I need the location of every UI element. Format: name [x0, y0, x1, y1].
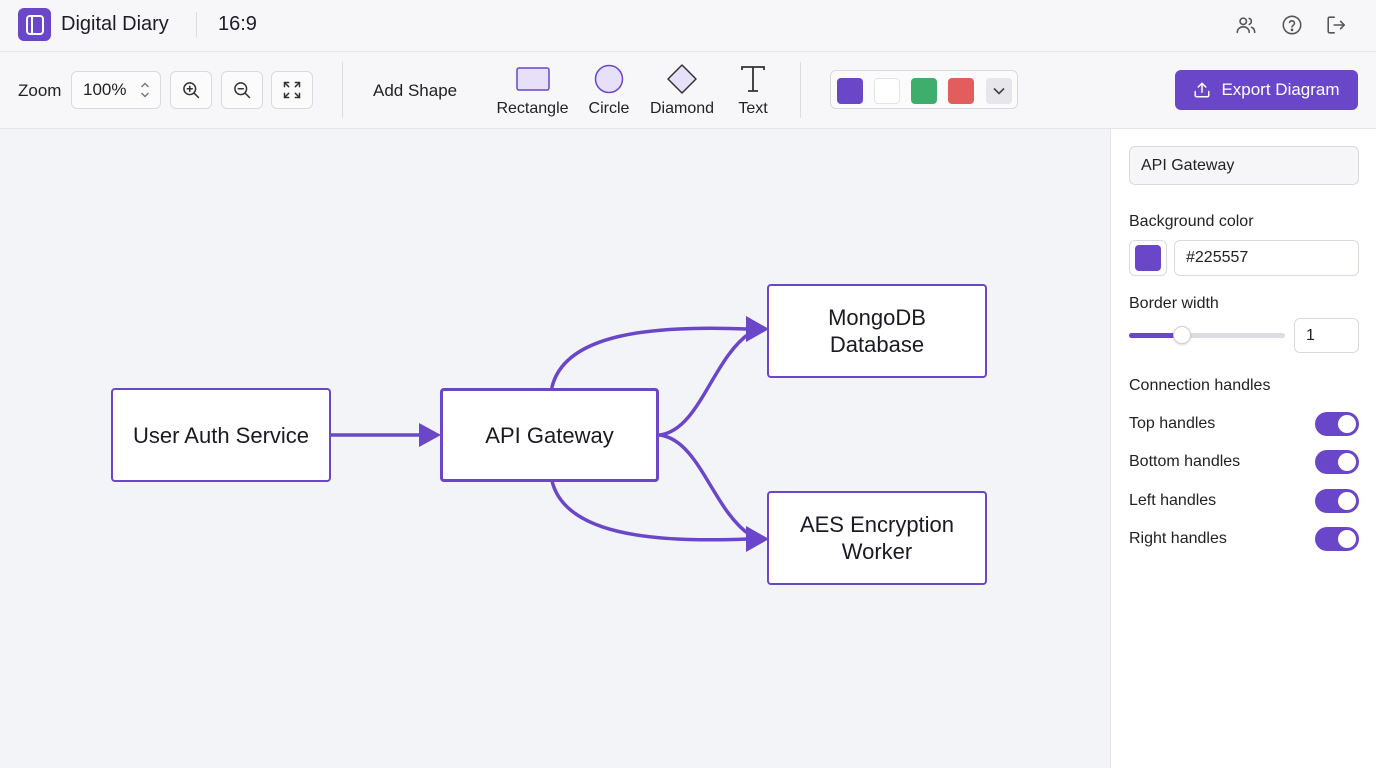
node-user-auth-service[interactable]: User Auth Service: [111, 388, 331, 482]
text-icon: [741, 66, 765, 92]
handle-label-bottom: Bottom handles: [1129, 453, 1241, 470]
shape-label: Diamond: [649, 100, 715, 117]
zoom-in-icon: [183, 82, 200, 99]
node-mongodb-database[interactable]: MongoDB Database: [767, 284, 987, 378]
shape-label: Text: [738, 100, 768, 117]
node-aes-encryption-worker[interactable]: AES Encryption Worker: [767, 491, 987, 585]
zoom-in-button[interactable]: [170, 71, 212, 109]
top-handles-toggle[interactable]: [1315, 412, 1359, 436]
fit-to-screen-button[interactable]: [271, 71, 313, 109]
shape-circle-tool[interactable]: Circle: [585, 62, 633, 118]
export-label: Export Diagram: [1221, 80, 1340, 99]
shape-label: Circle: [588, 100, 630, 117]
zoom-select[interactable]: 100%: [71, 71, 161, 109]
edge-gateway-to-mongo-top[interactable]: [550, 326, 750, 389]
zoom-value: 100%: [83, 80, 127, 99]
slider-fill: [1129, 333, 1183, 338]
shape-rectangle-tool[interactable]: Rectangle: [495, 62, 570, 118]
circle-icon: [594, 64, 624, 94]
logout-icon[interactable]: [1323, 12, 1349, 38]
bg-color-swatch: [1135, 245, 1161, 271]
arrowhead: [419, 423, 441, 447]
shape-label: Rectangle: [496, 100, 569, 117]
handle-label-top: Top handles: [1129, 415, 1216, 432]
swatch-green[interactable]: [911, 78, 937, 104]
node-api-gateway[interactable]: API Gateway: [440, 388, 659, 482]
users-icon[interactable]: [1233, 12, 1259, 38]
zoom-out-button[interactable]: [221, 71, 263, 109]
properties-panel: API Gateway Background color #225557 Bor…: [1110, 129, 1376, 768]
swatch-white[interactable]: [874, 78, 900, 104]
zoom-stepper-icon[interactable]: [140, 80, 150, 100]
handle-label-left: Left handles: [1129, 492, 1217, 509]
border-width-label: Border width: [1129, 295, 1219, 312]
left-handles-toggle[interactable]: [1315, 489, 1359, 513]
arrowhead: [746, 526, 769, 552]
rectangle-icon: [515, 67, 550, 91]
edge-gateway-to-aes-bottom[interactable]: [550, 479, 750, 542]
swatch-purple[interactable]: [837, 78, 863, 104]
palette-dropdown-button[interactable]: [986, 78, 1012, 104]
app-title: Digital Diary: [61, 13, 169, 35]
edges-layer: [329, 316, 769, 552]
connection-handles-label: Connection handles: [1129, 377, 1271, 394]
aspect-ratio[interactable]: 16:9: [218, 13, 257, 35]
edge-gateway-to-aes-side[interactable]: [658, 433, 752, 537]
edge-gateway-to-mongo-side[interactable]: [658, 331, 752, 437]
toolbar-divider: [800, 62, 801, 118]
add-shape-label: Add Shape: [373, 81, 458, 100]
help-icon[interactable]: [1279, 12, 1305, 38]
color-palette: [830, 70, 1018, 109]
border-width-input[interactable]: 1: [1294, 318, 1359, 353]
right-handles-toggle[interactable]: [1315, 527, 1359, 551]
diagram-canvas[interactable]: User Auth Service API Gateway MongoDB Da…: [0, 129, 1110, 768]
shape-text-tool[interactable]: Text: [733, 62, 773, 118]
bg-color-swatch-button[interactable]: [1129, 240, 1167, 276]
export-diagram-button[interactable]: Export Diagram: [1175, 70, 1358, 110]
upload-icon: [1194, 82, 1210, 98]
chevron-down-icon: [993, 87, 1005, 95]
zoom-out-icon: [234, 82, 251, 99]
top-bar: Digital Diary 16:9: [0, 0, 1376, 52]
node-name-input[interactable]: API Gateway: [1129, 146, 1359, 185]
slider-thumb[interactable]: [1173, 326, 1192, 344]
handle-label-right: Right handles: [1129, 530, 1227, 547]
bg-color-label: Background color: [1129, 213, 1254, 230]
toolbar: Zoom 100% Add Shape Rectangle Circle Dia…: [0, 52, 1376, 129]
toolbar-divider: [342, 62, 343, 118]
bottom-handles-toggle[interactable]: [1315, 450, 1359, 474]
shape-diamond-tool[interactable]: Diamond: [646, 62, 718, 118]
diamond-icon: [667, 64, 697, 94]
arrowhead: [746, 316, 769, 342]
app-logo-icon[interactable]: [18, 8, 51, 41]
border-width-slider[interactable]: [1129, 326, 1285, 344]
zoom-label: Zoom: [18, 81, 62, 100]
swatch-red[interactable]: [948, 78, 974, 104]
header-divider: [196, 12, 197, 38]
fullscreen-icon: [283, 81, 301, 99]
bg-color-hex-input[interactable]: #225557: [1174, 240, 1359, 276]
